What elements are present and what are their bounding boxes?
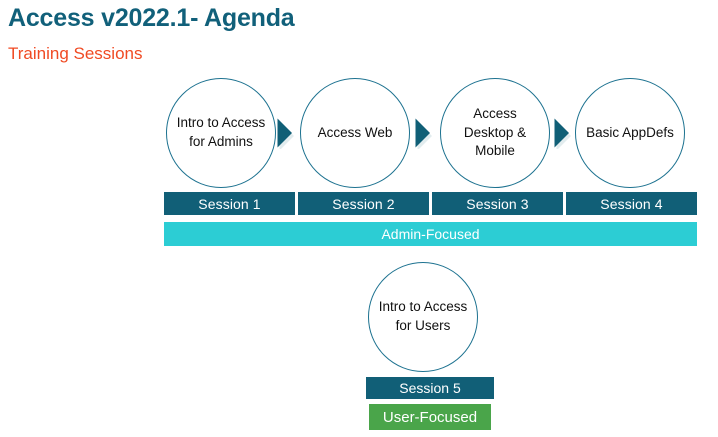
session-bar-row: Session 1 Session 2 Session 3 Session 4: [164, 192, 697, 215]
flow-node-access-desktop-and-mobile[interactable]: Access Desktop & Mobile: [440, 78, 550, 188]
flow-node-label: Intro to Access for Users: [378, 299, 468, 333]
page-title: Access v2022.1- Agenda: [8, 4, 295, 32]
flow-node-access-web[interactable]: Access Web: [300, 78, 410, 188]
session-bar-5[interactable]: Session 5: [366, 377, 494, 399]
session-bar-1[interactable]: Session 1: [164, 192, 295, 215]
arrow-right-icon: [414, 117, 432, 149]
arrow-right-icon: [553, 117, 571, 149]
arrow-right-icon: [276, 117, 294, 149]
session-bar-2[interactable]: Session 2: [298, 192, 429, 215]
flow-node-label: Basic AppDefs: [586, 124, 674, 140]
flow-node-label: Intro to Access for Admins: [176, 115, 266, 149]
session-bar-3[interactable]: Session 3: [432, 192, 563, 215]
flow-node-label: Access Desktop & Mobile: [463, 106, 527, 159]
user-focused-band: User-Focused: [369, 404, 491, 430]
session-bar-4[interactable]: Session 4: [566, 192, 697, 215]
flow-node-intro-to-access-for-admins[interactable]: Intro to Access for Admins: [166, 78, 276, 188]
page-subtitle: Training Sessions: [8, 44, 143, 63]
flow-node-basic-appdefs[interactable]: Basic AppDefs: [575, 78, 685, 188]
flow-node-intro-to-access-for-users[interactable]: Intro to Access for Users: [368, 262, 478, 372]
admin-focused-band: Admin-Focused: [164, 222, 697, 246]
flow-node-label: Access Web: [317, 124, 393, 140]
